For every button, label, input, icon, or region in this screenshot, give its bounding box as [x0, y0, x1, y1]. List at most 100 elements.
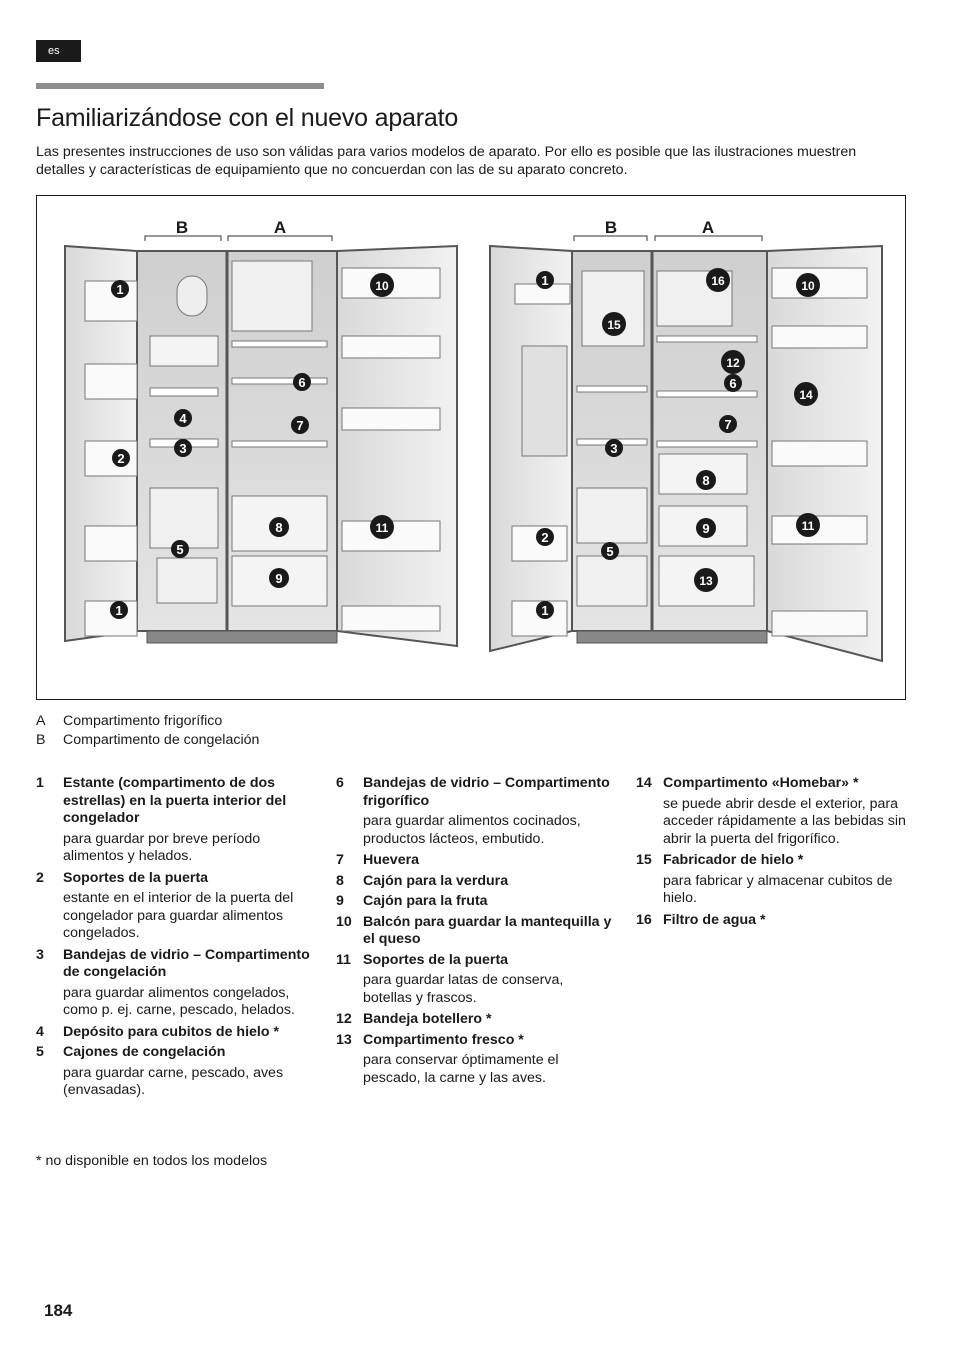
badge-5-right: 5	[601, 542, 619, 560]
item-description: estante en el interior de la puerta del …	[63, 890, 294, 941]
badge-6-left: 6	[293, 373, 311, 391]
page-title: Familiarizándose con el nuevo aparato	[36, 104, 459, 132]
svg-text:2: 2	[541, 530, 548, 545]
svg-text:2: 2	[117, 451, 124, 466]
svg-text:13: 13	[699, 574, 713, 588]
svg-text:1: 1	[116, 282, 123, 297]
svg-text:7: 7	[724, 417, 731, 432]
svg-text:14: 14	[799, 388, 813, 402]
svg-text:3: 3	[610, 441, 617, 456]
svg-text:5: 5	[176, 542, 183, 557]
language-tab: es	[36, 40, 81, 62]
fridge-illustration: B A	[36, 195, 906, 700]
badge-1-right-bottom: 1	[536, 601, 554, 619]
svg-text:3: 3	[179, 441, 186, 456]
svg-text:10: 10	[801, 279, 815, 293]
page-number: 184	[44, 1301, 73, 1320]
left-fridge: B A	[64, 218, 458, 648]
badge-7-right: 7	[719, 415, 737, 433]
compartment-label-b-right: B	[605, 218, 617, 237]
item-description: para guardar alimentos congelados, como …	[63, 984, 295, 1019]
badge-11-left: 11	[370, 515, 394, 539]
svg-text:1: 1	[541, 273, 548, 288]
footnote: * no disponible en todos los modelos	[36, 1153, 268, 1169]
badge-12-right: 12	[721, 350, 745, 374]
badge-10-right: 10	[796, 273, 820, 297]
svg-text:5: 5	[606, 544, 613, 559]
svg-text:16: 16	[711, 274, 725, 288]
badge-9-right: 9	[696, 518, 716, 538]
intro-paragraph: Las presentes instrucciones de uso son v…	[36, 144, 857, 178]
item-description: para guardar por breve período alimentos…	[63, 830, 261, 865]
svg-text:11: 11	[802, 519, 815, 533]
legend-row-a: A Compartimento frigorífico	[36, 713, 223, 729]
svg-text:4: 4	[179, 411, 187, 426]
svg-text:12: 12	[726, 356, 740, 370]
badge-3-right: 3	[605, 439, 623, 457]
compartment-legend: A Compartimento frigorífico B Compartime…	[36, 712, 259, 749]
item-description: para fabricar y almacenar cubitos de hie…	[663, 872, 893, 907]
right-fridge: B A	[489, 218, 883, 663]
svg-text:1: 1	[115, 603, 122, 618]
svg-text:9: 9	[702, 521, 709, 536]
svg-text:11: 11	[376, 521, 389, 535]
svg-text:6: 6	[729, 376, 736, 391]
badge-2-right: 2	[536, 528, 554, 546]
badge-9-left: 9	[269, 568, 289, 588]
badge-1-left-top: 1	[111, 280, 129, 298]
header-rule	[36, 83, 324, 89]
badge-14-right: 14	[794, 382, 818, 406]
item-description: para guardar latas de conserva, botellas…	[363, 972, 564, 1006]
compartment-label-a: A	[274, 218, 286, 237]
svg-text:9: 9	[275, 571, 282, 586]
svg-text:10: 10	[375, 279, 389, 293]
svg-text:7: 7	[296, 418, 303, 433]
badge-3-left: 3	[174, 439, 192, 457]
badge-2-left: 2	[112, 449, 130, 467]
compartment-label-a-right: A	[702, 218, 714, 237]
svg-text:8: 8	[702, 473, 709, 488]
badge-10-left: 10	[370, 273, 394, 297]
item-description: para guardar carne, pescado, aves (envas…	[63, 1064, 284, 1099]
badge-11-right: 11	[796, 513, 820, 537]
badge-16-right: 16	[706, 268, 730, 292]
badge-7-left: 7	[291, 416, 309, 434]
item-description: para guardar alimentos cocinados, produc…	[363, 813, 581, 847]
legend-row-b: B Compartimento de congelación	[36, 731, 260, 748]
badge-13-right: 13	[694, 568, 718, 592]
badge-5-left: 5	[171, 540, 189, 558]
svg-text:15: 15	[607, 318, 621, 332]
badge-1-right-top: 1	[536, 271, 554, 289]
item-description: para conservar óptimamente el pescado, l…	[363, 1052, 559, 1086]
badge-1-left-bottom: 1	[110, 601, 128, 619]
badge-6-right: 6	[724, 374, 742, 392]
svg-text:8: 8	[275, 520, 282, 535]
svg-text:6: 6	[298, 375, 305, 390]
badge-8-right: 8	[696, 470, 716, 490]
item-description: se puede abrir desde el exterior, para a…	[663, 795, 906, 847]
badge-15-right: 15	[602, 312, 626, 336]
compartment-label-b: B	[176, 218, 188, 237]
badge-8-left: 8	[269, 517, 289, 537]
svg-text:1: 1	[541, 603, 548, 618]
badge-4-left: 4	[174, 409, 192, 427]
